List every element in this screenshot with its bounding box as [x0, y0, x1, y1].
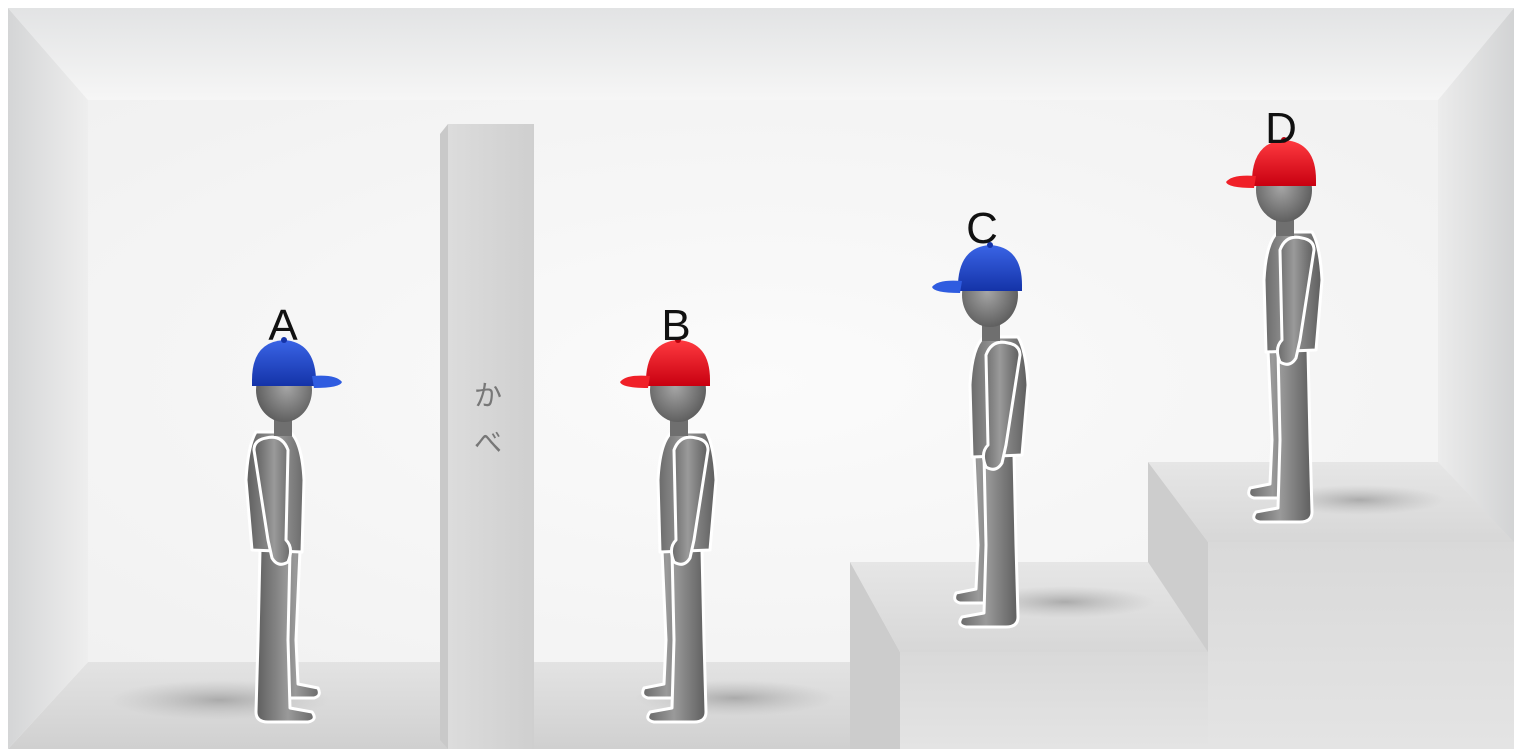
label-d: D	[1265, 104, 1297, 153]
step-1-front	[900, 652, 1210, 749]
wall-label-char-1: か	[474, 379, 502, 412]
wall-label-char-2: べ	[474, 426, 502, 459]
label-c: C	[966, 204, 998, 253]
label-a: A	[268, 301, 298, 350]
label-b: B	[661, 301, 690, 350]
step-2-front	[1208, 542, 1514, 749]
